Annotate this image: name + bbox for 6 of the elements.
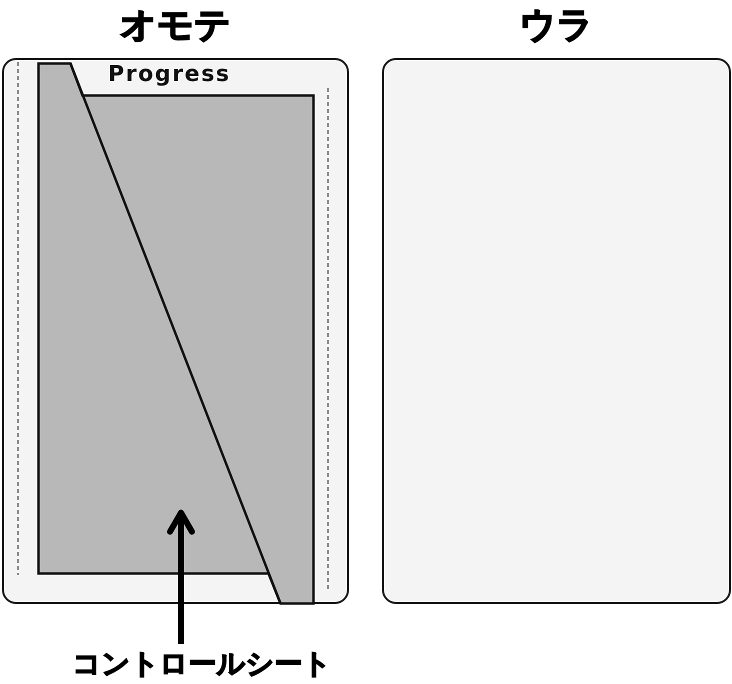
leader-arrow — [166, 510, 195, 644]
card-heading: ウラ — [520, 4, 594, 48]
card-heading: オモテ — [120, 4, 231, 48]
control-sheet — [37, 62, 316, 605]
callout-label: コントロールシート — [72, 648, 332, 680]
card-title: Progress — [108, 63, 231, 87]
